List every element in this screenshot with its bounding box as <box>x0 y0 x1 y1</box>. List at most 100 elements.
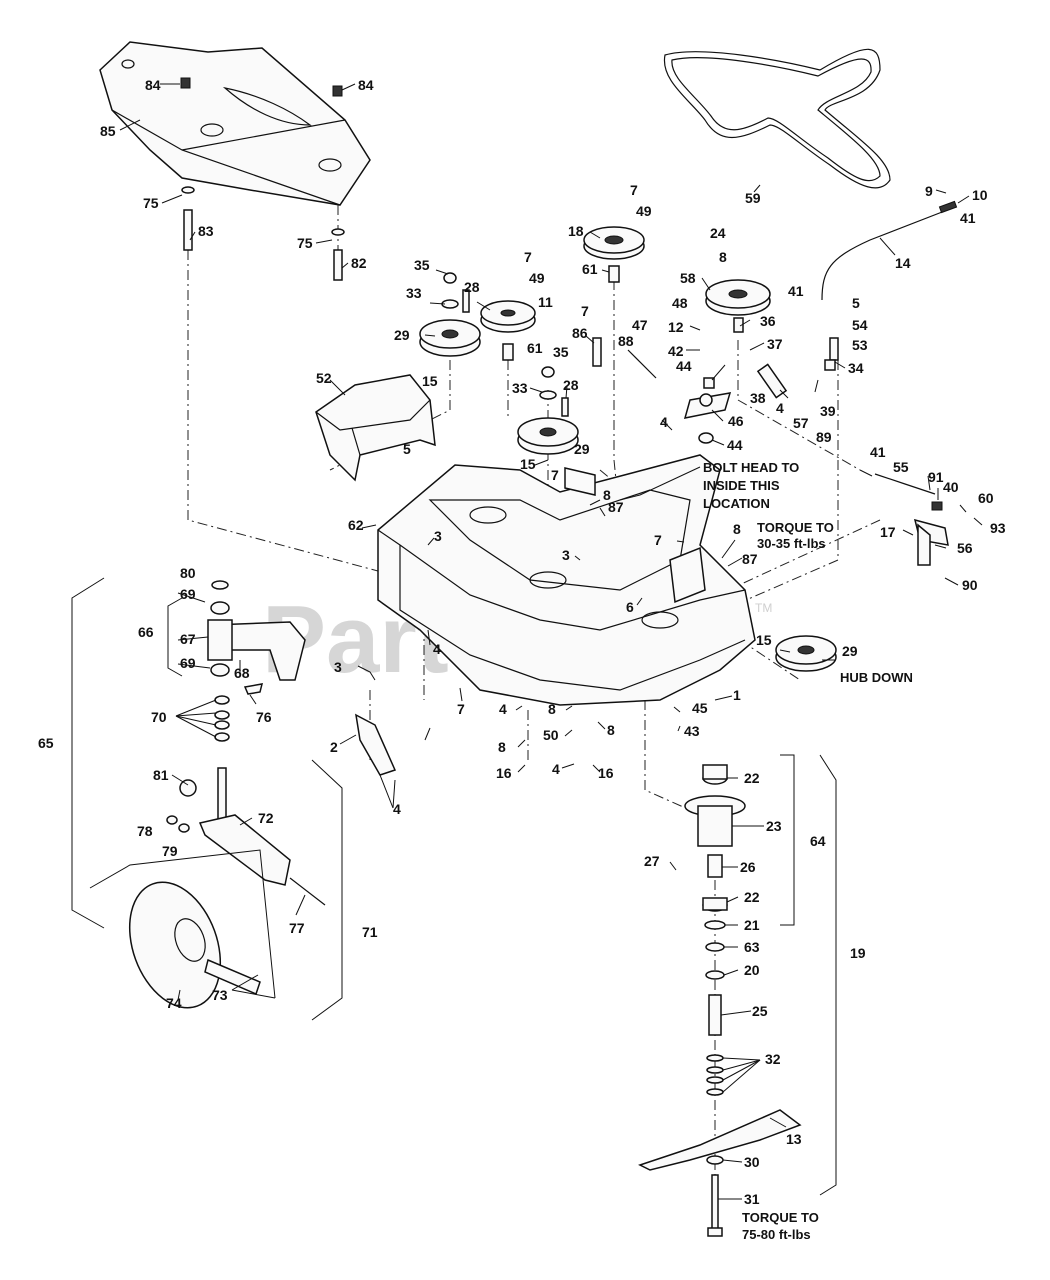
callout-41: 41 <box>870 444 886 460</box>
callout-87: 87 <box>742 551 758 567</box>
callout-42: 42 <box>668 343 684 359</box>
callout-4: 4 <box>499 701 507 717</box>
callout-15: 15 <box>422 373 438 389</box>
spindle-assembly <box>638 764 802 1237</box>
callout-29: 29 <box>842 643 858 659</box>
callout-64: 64 <box>810 833 826 849</box>
callout-26: 26 <box>740 859 756 875</box>
caster-wheel-assembly <box>128 580 326 1009</box>
callout-1: 1 <box>733 687 741 703</box>
callout-89: 89 <box>816 429 832 445</box>
leader-lines <box>89 83 983 1200</box>
callout-4: 4 <box>393 801 401 817</box>
note-torque-spindle-1: TORQUE TO <box>757 520 834 535</box>
callout-69: 69 <box>180 586 196 602</box>
mower-deck <box>377 454 756 706</box>
callout-57: 57 <box>793 415 809 431</box>
callout-85: 85 <box>100 123 116 139</box>
callout-72: 72 <box>258 810 274 826</box>
callout-7: 7 <box>630 182 638 198</box>
callout-4: 4 <box>433 641 441 657</box>
callout-56: 56 <box>957 540 973 556</box>
callout-73: 73 <box>212 987 228 1003</box>
callout-36: 36 <box>760 313 776 329</box>
callout-24: 24 <box>710 225 726 241</box>
pulley-18 <box>583 226 645 260</box>
callout-82: 82 <box>351 255 367 271</box>
callout-35: 35 <box>553 344 569 360</box>
callout-93: 93 <box>990 520 1006 536</box>
callout-9: 9 <box>925 183 933 199</box>
callout-62: 62 <box>348 517 364 533</box>
callout-8: 8 <box>607 722 615 738</box>
callout-75: 75 <box>143 195 159 211</box>
callout-3: 3 <box>434 528 442 544</box>
callouts: 84 84 85 75 83 75 82 59 9 10 41 14 7 49 … <box>38 77 1006 1207</box>
callout-43: 43 <box>684 723 700 739</box>
note-torque-blade-1: TORQUE TO <box>742 1210 819 1225</box>
callout-91: 91 <box>928 469 944 485</box>
cover-hardware <box>181 186 345 281</box>
callout-74: 74 <box>166 995 182 1011</box>
callout-83: 83 <box>198 223 214 239</box>
callout-7: 7 <box>581 303 589 319</box>
callout-77: 77 <box>289 920 305 936</box>
pulley-58 <box>705 279 771 316</box>
note-hub-down: HUB DOWN <box>840 670 913 685</box>
callout-38: 38 <box>750 390 766 406</box>
callout-6: 6 <box>626 599 634 615</box>
callout-59: 59 <box>745 190 761 206</box>
callout-12: 12 <box>668 319 684 335</box>
callout-86: 86 <box>572 325 588 341</box>
note-torque-spindle-2: 30-35 ft-lbs <box>757 536 826 551</box>
callout-18: 18 <box>568 223 584 239</box>
callout-28: 28 <box>464 279 480 295</box>
note-torque-blade-2: 75-80 ft-lbs <box>742 1227 811 1242</box>
discharge-deflector <box>315 374 436 482</box>
callout-5: 5 <box>852 295 860 311</box>
callout-61: 61 <box>527 340 543 356</box>
callout-70: 70 <box>151 709 167 725</box>
callout-39: 39 <box>820 403 836 419</box>
spring-rod <box>821 200 958 301</box>
callout-4: 4 <box>552 761 560 777</box>
callout-34: 34 <box>848 360 864 376</box>
callout-13: 13 <box>786 1131 802 1147</box>
note-bolt-head-2: INSIDE THIS <box>703 478 780 493</box>
callout-78: 78 <box>137 823 153 839</box>
callout-44: 44 <box>727 437 743 453</box>
pulley-29-left <box>419 319 481 357</box>
callout-16: 16 <box>598 765 614 781</box>
callout-55: 55 <box>893 459 909 475</box>
callout-44: 44 <box>676 358 692 374</box>
callout-81: 81 <box>153 767 169 783</box>
callout-65: 65 <box>38 735 54 751</box>
callout-14: 14 <box>895 255 911 271</box>
callout-88: 88 <box>618 333 634 349</box>
pulley-11 <box>480 300 536 333</box>
watermark-tm: TM <box>755 601 772 615</box>
callout-23: 23 <box>766 818 782 834</box>
callout-67: 67 <box>180 631 196 647</box>
lever-bracket <box>874 473 949 566</box>
callout-41: 41 <box>960 210 976 226</box>
callout-5: 5 <box>403 441 411 457</box>
callout-3: 3 <box>334 659 342 675</box>
callout-66: 66 <box>138 624 154 640</box>
callout-33: 33 <box>512 380 528 396</box>
callout-15: 15 <box>756 632 772 648</box>
callout-79: 79 <box>162 843 178 859</box>
callout-50: 50 <box>543 727 559 743</box>
callout-10: 10 <box>972 187 988 203</box>
callout-7: 7 <box>551 467 559 483</box>
callout-45: 45 <box>692 700 708 716</box>
callout-25: 25 <box>752 1003 768 1019</box>
callout-69: 69 <box>180 655 196 671</box>
callout-41: 41 <box>788 283 804 299</box>
notes: BOLT HEAD TO INSIDE THIS LOCATION TORQUE… <box>619 460 913 1242</box>
callout-28: 28 <box>563 377 579 393</box>
callout-8: 8 <box>498 739 506 755</box>
callout-7: 7 <box>524 249 532 265</box>
note-bolt-head-1: BOLT HEAD TO <box>703 460 799 475</box>
